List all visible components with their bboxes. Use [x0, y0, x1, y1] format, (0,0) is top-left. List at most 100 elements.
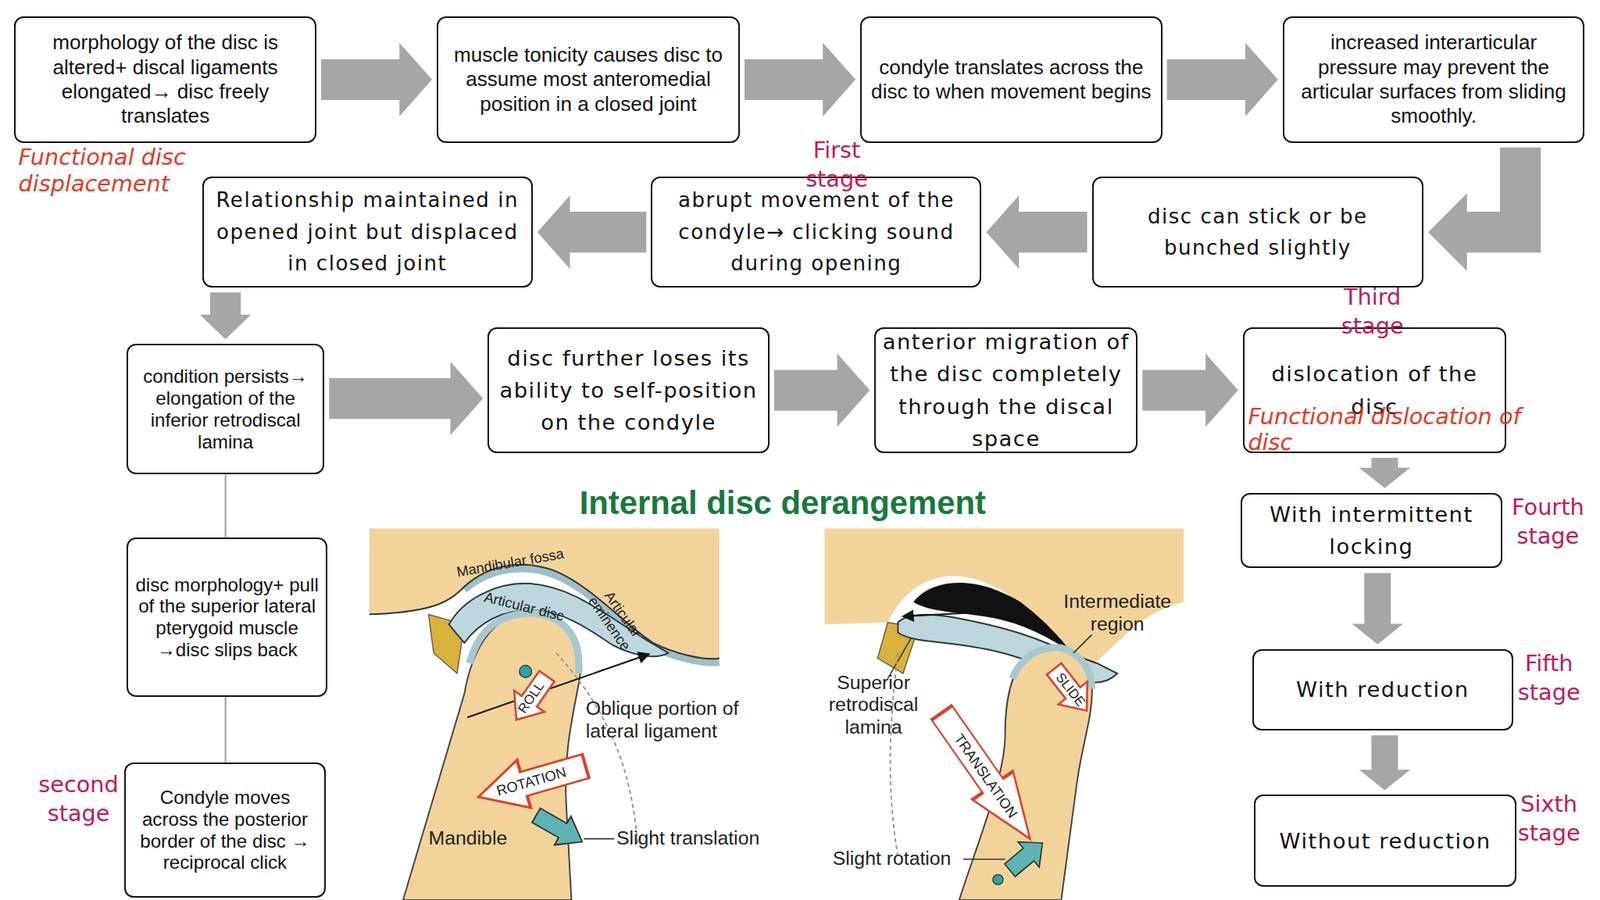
box-text: Condyle moves across the posterior borde…	[129, 786, 320, 874]
process-box: disc further loses its ability to self-p…	[487, 327, 769, 454]
arrow-body	[321, 59, 400, 100]
slide-arrow	[1039, 657, 1102, 722]
process-box: Relationship maintained in opened joint …	[202, 176, 533, 288]
rotation-center	[519, 665, 533, 679]
flow-arrow	[537, 195, 647, 269]
box-text: disc can stick or be bunched slightly	[1097, 200, 1418, 265]
condyle-cartilage	[469, 613, 579, 674]
roll-arrow	[501, 665, 562, 731]
box-text: With intermittent locking	[1246, 498, 1497, 563]
box-text: abrupt movement of the condyle→ clicking…	[656, 184, 976, 279]
arrow-head	[1352, 624, 1404, 645]
arrow-body	[1142, 369, 1207, 411]
box-text: With reduction	[1296, 673, 1470, 706]
arrow-head	[1359, 467, 1411, 489]
stage-label: Fifth stage	[1517, 649, 1581, 708]
part-label: Slight translation	[616, 827, 760, 850]
flow-arrow	[774, 353, 871, 428]
part-label: Superior retrodiscal lamina	[817, 671, 930, 740]
process-box: anterior migration of the disc completel…	[874, 327, 1138, 454]
part-label: Oblique portion of lateral ligament	[585, 697, 770, 743]
arrow-body	[744, 59, 824, 100]
process-box: morphology of the disc is altered+ disca…	[14, 16, 317, 143]
arrow-head	[1205, 353, 1239, 428]
flow-arrow	[328, 361, 483, 436]
arrow-head	[399, 42, 433, 117]
flow-arrow	[1359, 457, 1411, 489]
open-joint-drawing	[824, 528, 1184, 900]
box-text: disc further loses its ability to self-p…	[492, 342, 764, 439]
arrow-head	[1428, 193, 1468, 272]
stage-label: First stage	[805, 135, 868, 195]
stage-label: Sixth stage	[1517, 789, 1581, 849]
connector-line	[225, 474, 226, 538]
part-label: ROLL	[515, 679, 548, 718]
flow-arrow	[321, 42, 433, 117]
arrow-body	[569, 211, 647, 253]
process-box: condition persists→ elongation of the in…	[126, 343, 325, 475]
connector-stroke	[225, 474, 227, 538]
part-label: Mandible	[428, 827, 508, 850]
arrow-head	[1245, 42, 1279, 117]
flow-arrow	[200, 292, 251, 340]
leader-line	[887, 637, 911, 679]
flow-arrow	[1352, 572, 1404, 644]
arrow-head	[837, 353, 871, 428]
process-box: Without reductionSixth stage	[1253, 794, 1517, 887]
dashed-arc	[556, 653, 638, 847]
arrow-head	[985, 195, 1019, 269]
part-label: Articular disc	[482, 588, 567, 625]
process-box: disc morphology+ pull of the superior la…	[126, 537, 328, 697]
part-label: Slight rotation	[832, 847, 952, 871]
arrow-body	[1371, 457, 1398, 469]
box-text: morphology of the disc is altered+ disca…	[19, 30, 311, 129]
arrow-head	[537, 195, 571, 269]
arrow-body	[1364, 572, 1391, 625]
process-box: dislocation of the discThird stage	[1242, 327, 1507, 454]
process-box: increased interarticular pressure may pr…	[1282, 16, 1586, 143]
rotation-arrow	[999, 830, 1054, 883]
arrow-body	[1017, 211, 1087, 253]
flow-arrow	[1167, 42, 1279, 117]
part-label: Intermediate region	[1050, 590, 1184, 636]
process-box: Condyle moves across the posterior borde…	[124, 762, 325, 899]
arrow-body	[210, 292, 241, 315]
connector-stroke	[225, 696, 227, 763]
process-box: disc can stick or be bunched slightly	[1092, 176, 1424, 288]
connector-line	[225, 696, 226, 763]
process-box: abrupt movement of the condyle→ clicking…	[650, 176, 982, 288]
box-text: Without reduction	[1278, 825, 1491, 858]
arrow-head	[200, 314, 251, 340]
arrow-head	[1359, 769, 1411, 790]
arrow-body	[1371, 735, 1398, 771]
arrow-head	[822, 42, 856, 117]
phase-label: Functional disc displacement	[18, 144, 213, 197]
part-label: TRANSLATION	[950, 730, 1022, 822]
flow-arrow	[1359, 735, 1411, 790]
rotation-center	[992, 874, 1004, 885]
part-label: SLIDE	[1052, 670, 1089, 711]
arrow-head	[450, 361, 484, 436]
process-box: With reductionFifth stage	[1252, 649, 1514, 731]
rotation-arrow	[471, 742, 593, 821]
leader-line	[583, 838, 615, 840]
box-text: condyle translates across the disc to wh…	[865, 55, 1158, 105]
flow-arrow	[1428, 147, 1521, 272]
arrow-body	[328, 378, 451, 419]
box-text: dislocation of the disc	[1248, 357, 1501, 422]
flow-arrow	[985, 195, 1087, 269]
stage-label: Fourth stage	[1511, 492, 1585, 552]
arrow-body	[774, 369, 839, 411]
box-text: muscle tonicity causes disc to assume mo…	[442, 42, 735, 117]
box-text: disc morphology+ pull of the superior la…	[132, 574, 322, 661]
flow-arrow	[1142, 353, 1239, 428]
box-text: increased interarticular pressure may pr…	[1288, 30, 1580, 129]
closed-joint-drawing	[369, 528, 720, 900]
lamina-line	[903, 610, 1021, 617]
translation-arrow	[921, 698, 1051, 854]
stage-label: second stage	[38, 770, 118, 829]
dashed-arc	[890, 653, 899, 858]
process-box: muscle tonicity causes disc to assume mo…	[436, 16, 740, 143]
